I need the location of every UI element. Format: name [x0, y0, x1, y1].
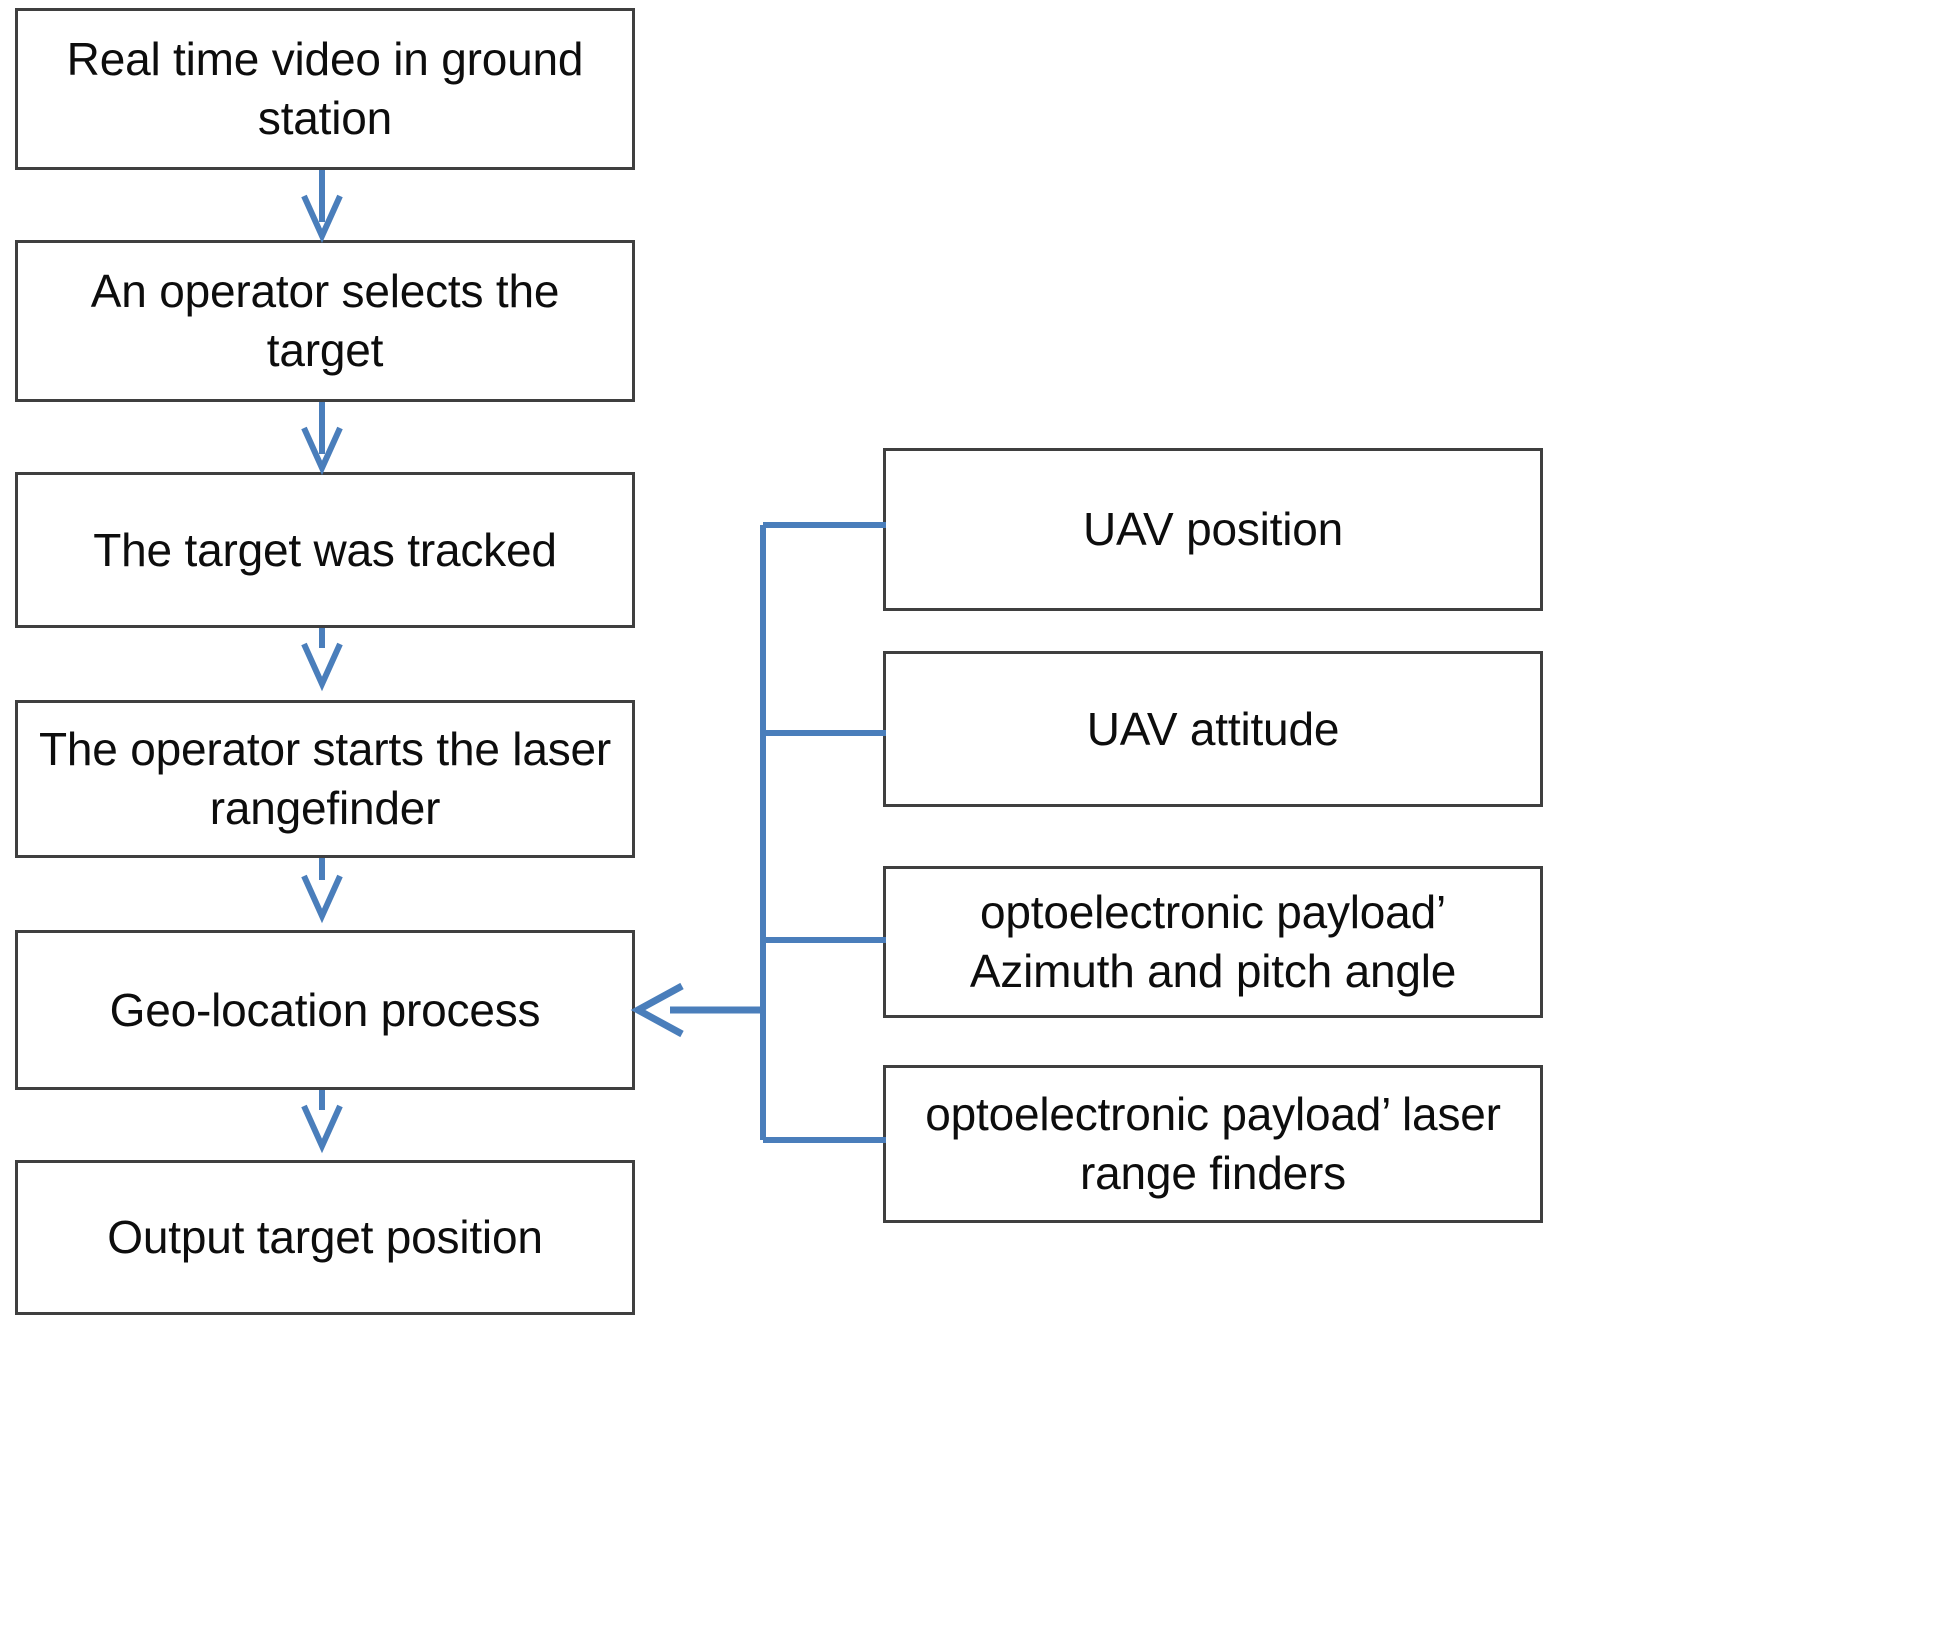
flow-node-label: An operator selects the target — [90, 265, 560, 376]
input-node-payload-azimuth-pitch[interactable]: optoelectronic payload’ Azimuth and pitc… — [883, 866, 1543, 1018]
flow-node-label: Geo-location process — [109, 983, 541, 1036]
arrow-step2-to-step3 — [301, 402, 343, 476]
input-node-payload-laser-range-finders[interactable]: optoelectronic payload’ laser range find… — [883, 1065, 1543, 1223]
flow-node-output-target-position[interactable]: Output target position — [15, 1160, 635, 1315]
arrow-step4-to-step5 — [301, 858, 343, 924]
input-node-label: optoelectronic payload’ Azimuth and pitc… — [969, 886, 1457, 997]
arrow-step5-to-step6 — [301, 1090, 343, 1154]
arrow-step3-to-step4 — [301, 628, 343, 692]
flow-node-label: The operator starts the laser rangefinde… — [38, 723, 612, 834]
flow-node-operator-starts-laser-rangefinder[interactable]: The operator starts the laser rangefinde… — [15, 700, 635, 858]
flow-node-real-time-video[interactable]: Real time video in ground station — [15, 8, 635, 170]
flow-node-label: The target was tracked — [93, 523, 557, 576]
flow-node-target-tracked[interactable]: The target was tracked — [15, 472, 635, 628]
flow-node-label: Real time video in ground station — [66, 33, 584, 144]
flow-node-geo-location-process[interactable]: Geo-location process — [15, 930, 635, 1090]
input-node-label: UAV attitude — [1086, 702, 1340, 755]
arrow-inputs-to-geo-location-process — [630, 982, 763, 1038]
input-node-label: optoelectronic payload’ laser range find… — [925, 1088, 1501, 1199]
input-node-uav-attitude[interactable]: UAV attitude — [883, 651, 1543, 807]
flow-node-label: Output target position — [107, 1211, 543, 1264]
input-node-uav-position[interactable]: UAV position — [883, 448, 1543, 611]
input-node-label: UAV position — [1082, 503, 1344, 556]
arrow-step1-to-step2 — [301, 170, 343, 244]
flow-node-operator-selects-target[interactable]: An operator selects the target — [15, 240, 635, 402]
